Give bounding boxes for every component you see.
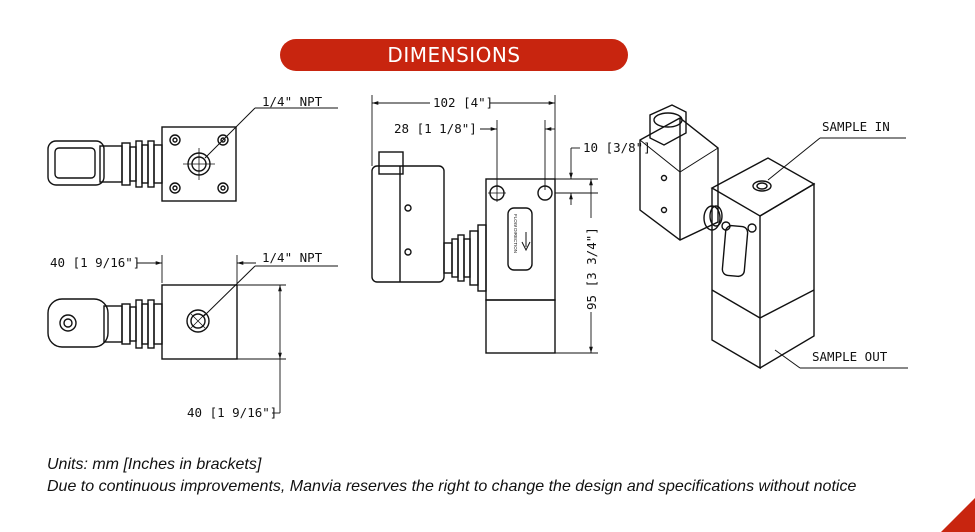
dim-height-40: 40 [1 9/16"]	[187, 405, 277, 420]
notes-block: Units: mm [Inches in brackets] Due to co…	[47, 454, 957, 498]
sample-out-label: SAMPLE OUT	[812, 349, 888, 364]
dimensions-banner: DIMENSIONS	[280, 39, 628, 71]
sample-in-label: SAMPLE IN	[822, 119, 890, 134]
flow-direction-label: FLOW DIRECTION	[513, 214, 518, 253]
dim-length-28: 28 [1 1/8"]	[394, 121, 477, 136]
side-view	[371, 95, 598, 354]
banner-title: DIMENSIONS	[387, 43, 521, 67]
npt-label-side: 1/4" NPT	[262, 250, 323, 265]
dim-length-102: 102 [4"]	[433, 95, 493, 110]
dim-width-40: 40 [1 9/16"]	[50, 255, 140, 270]
disclaimer-note: Due to continuous improvements, Manvia r…	[47, 478, 857, 495]
top-view	[47, 107, 338, 202]
technical-drawing: 1/4" NPT 1/4" NPT 40 [1 9/16"] 40 [1 9/1…	[47, 94, 908, 420]
dim-length-10: 10 [3/8"]	[583, 140, 651, 155]
corner-accent	[941, 498, 975, 532]
isometric-view	[639, 104, 908, 370]
dim-height-95: 95 [3 3/4"]	[584, 227, 599, 310]
units-note: Units: mm [Inches in brackets]	[47, 456, 262, 473]
front-view	[47, 255, 338, 414]
npt-label-top: 1/4" NPT	[262, 94, 323, 109]
